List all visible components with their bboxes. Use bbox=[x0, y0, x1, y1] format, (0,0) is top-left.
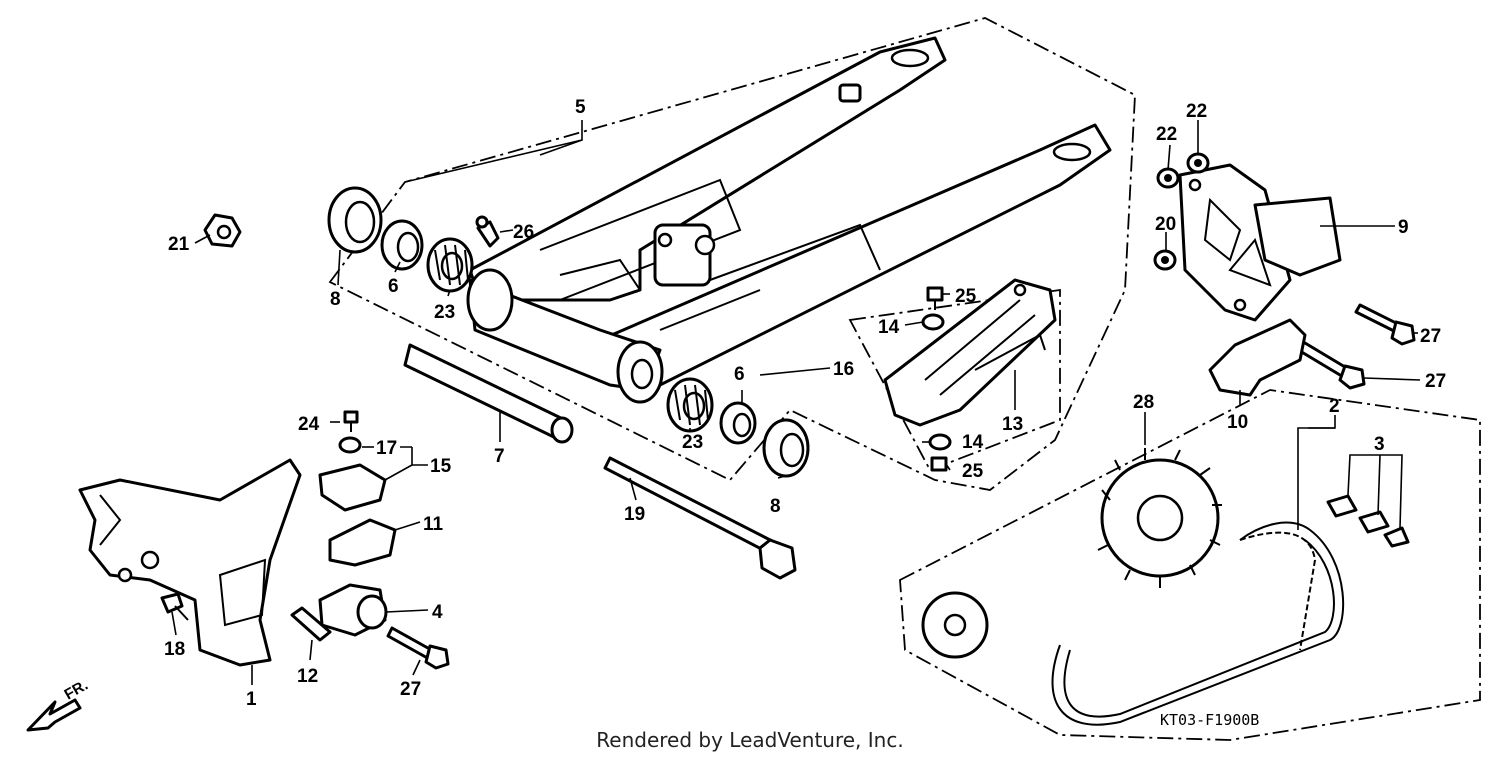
bushing-lower[interactable] bbox=[719, 401, 757, 445]
callout-10: 10 bbox=[1227, 412, 1248, 433]
chain-loop bbox=[1051, 521, 1345, 726]
callout-28: 28 bbox=[1133, 392, 1154, 413]
bushing-upper[interactable] bbox=[380, 219, 424, 271]
credit-line: Rendered by LeadVenture, Inc. bbox=[596, 728, 904, 752]
callout-8-lower: 8 bbox=[770, 496, 781, 517]
bolt-27-lower[interactable] bbox=[1293, 338, 1366, 390]
svg-text:FR.: FR. bbox=[62, 677, 91, 704]
pivot-collar[interactable] bbox=[403, 343, 574, 444]
callout-14-upper: 14 bbox=[878, 317, 900, 338]
bolt-18[interactable] bbox=[160, 592, 189, 621]
callout-27-guide-lower: 27 bbox=[1425, 371, 1446, 392]
callout-4: 4 bbox=[432, 602, 443, 623]
callout-6-lower: 6 bbox=[734, 364, 745, 385]
callout-7: 7 bbox=[494, 446, 505, 467]
callout-20: 20 bbox=[1155, 214, 1176, 235]
callout-22-left: 22 bbox=[1156, 124, 1177, 145]
callout-24: 24 bbox=[298, 414, 320, 435]
chain-guide[interactable] bbox=[1178, 163, 1342, 322]
drive-sprocket[interactable] bbox=[921, 591, 989, 659]
chain-case[interactable] bbox=[78, 458, 302, 667]
drive-chain[interactable] bbox=[1239, 531, 1317, 651]
callout-16: 16 bbox=[833, 359, 854, 380]
pin-12[interactable] bbox=[290, 606, 332, 642]
rubber-11[interactable] bbox=[328, 518, 397, 567]
grease-nipple[interactable] bbox=[475, 215, 500, 248]
screw-25-upper[interactable] bbox=[926, 286, 944, 310]
callout-22-right: 22 bbox=[1186, 101, 1207, 122]
nut-22-left[interactable] bbox=[1156, 167, 1180, 189]
nut-21[interactable] bbox=[203, 213, 242, 248]
callout-23-upper: 23 bbox=[434, 302, 455, 323]
callout-18: 18 bbox=[164, 639, 185, 660]
callout-5: 5 bbox=[575, 97, 586, 118]
callout-8-upper: 8 bbox=[330, 289, 341, 310]
callout-21: 21 bbox=[168, 234, 190, 255]
driven-sprocket[interactable] bbox=[1097, 448, 1222, 588]
callout-27-left: 27 bbox=[400, 679, 421, 700]
callout-11: 11 bbox=[423, 514, 444, 535]
chain-slider[interactable] bbox=[883, 278, 1057, 427]
dust-seal-lower[interactable] bbox=[762, 418, 810, 478]
callout-12: 12 bbox=[297, 666, 318, 687]
callout-1: 1 bbox=[246, 689, 257, 710]
guide-slider[interactable] bbox=[1208, 318, 1307, 397]
nut-22-right[interactable] bbox=[1186, 152, 1210, 174]
roller-4[interactable] bbox=[318, 583, 388, 637]
callout-17: 17 bbox=[376, 438, 397, 459]
slider-group-outline bbox=[848, 288, 1061, 472]
leader-lines bbox=[171, 120, 1421, 685]
callout-26: 26 bbox=[513, 222, 534, 243]
screw-25-lower[interactable] bbox=[930, 456, 948, 472]
bracket-15[interactable] bbox=[318, 463, 387, 512]
callout-14-lower: 14 bbox=[962, 432, 984, 453]
callout-13: 13 bbox=[1002, 414, 1023, 435]
bolt-27-upper[interactable] bbox=[1354, 303, 1416, 346]
callout-27-guide-upper: 27 bbox=[1420, 326, 1441, 347]
swingarm[interactable] bbox=[466, 36, 1112, 404]
callout-6-upper: 6 bbox=[388, 276, 399, 297]
needle-bearing-upper[interactable] bbox=[426, 237, 474, 293]
callout-25-lower: 25 bbox=[962, 461, 984, 482]
swingarm-group-outline bbox=[328, 17, 1136, 491]
screw-24[interactable] bbox=[343, 410, 359, 432]
drawing-code: KT03-F1900B bbox=[1160, 711, 1259, 729]
pivot-bolt[interactable] bbox=[603, 456, 797, 580]
master-link[interactable] bbox=[1326, 494, 1410, 548]
callout-2: 2 bbox=[1329, 396, 1340, 417]
chain-loop-inner bbox=[1063, 539, 1335, 718]
washer-14-upper[interactable] bbox=[921, 313, 945, 331]
front-direction-arrow: FR. bbox=[26, 677, 91, 732]
callout-9: 9 bbox=[1398, 217, 1409, 238]
collar-20[interactable] bbox=[1153, 249, 1177, 271]
callout-23-lower: 23 bbox=[682, 432, 703, 453]
callout-3: 3 bbox=[1374, 434, 1385, 455]
dust-seal-upper[interactable] bbox=[327, 186, 383, 254]
callout-19: 19 bbox=[624, 504, 645, 525]
callout-25-upper: 25 bbox=[955, 286, 977, 307]
needle-bearing-lower[interactable] bbox=[666, 377, 714, 433]
bolt-27-left[interactable] bbox=[386, 626, 450, 670]
washer-14-lower[interactable] bbox=[928, 433, 952, 451]
callout-15: 15 bbox=[430, 456, 452, 477]
washer-17[interactable] bbox=[338, 436, 362, 454]
